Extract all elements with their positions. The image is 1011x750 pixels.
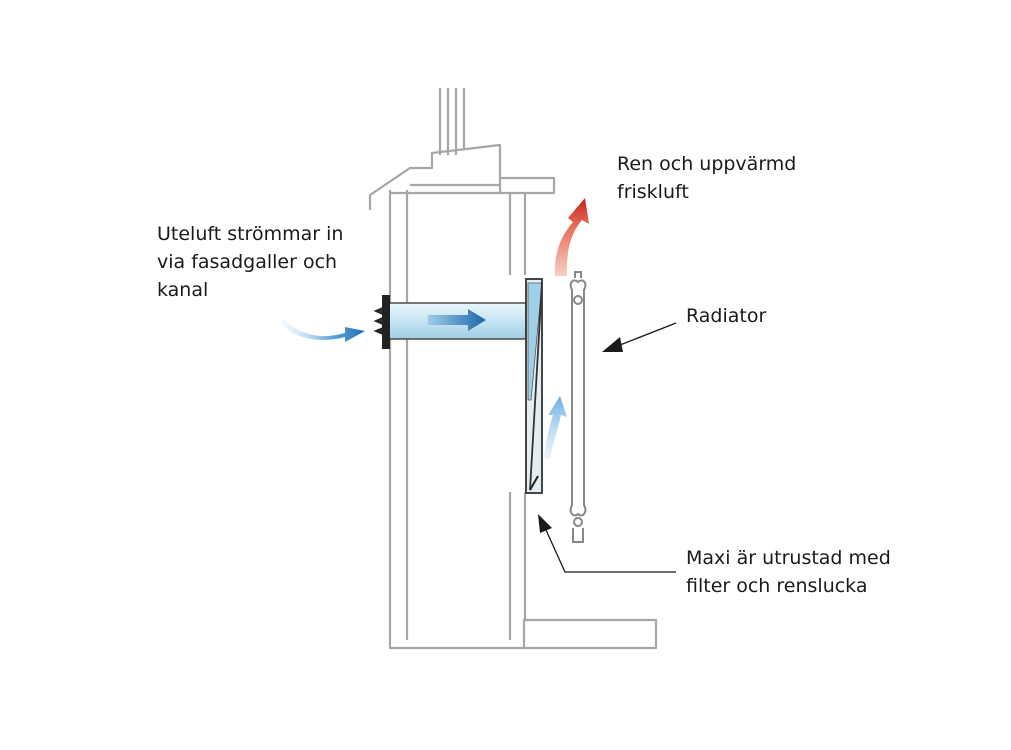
- maxi-label-line-2: filter och renslucka: [686, 575, 868, 597]
- duct-airflow-arrow: [428, 309, 486, 331]
- warm-air-arrow: [554, 198, 589, 276]
- facade-grille: [373, 295, 390, 349]
- maxi-label: Maxi är utrustad med filter och rensluck…: [686, 544, 891, 600]
- fresh-air-label: Ren och uppvärmd friskluft: [617, 150, 796, 206]
- intake-label: Uteluft strömmar in via fasadgaller och …: [157, 220, 343, 304]
- radiator-label-text: Radiator: [686, 305, 767, 327]
- filter-pointer: [538, 514, 676, 573]
- intake-label-line-2: via fasadgaller och: [157, 251, 338, 273]
- intake-label-line-1: Uteluft strömmar in: [157, 223, 344, 245]
- filtered-airflow-arrow: [544, 396, 567, 460]
- maxi-label-line-1: Maxi är utrustad med: [686, 547, 891, 569]
- wall-structure: [368, 88, 658, 650]
- intake-airflow-arrow: [282, 318, 365, 342]
- radiator-pointer: [602, 322, 677, 352]
- fresh-air-label-line-1: Ren och uppvärmd: [617, 153, 797, 175]
- fresh-air-label-line-2: friskluft: [617, 181, 689, 203]
- intake-label-line-3: kanal: [157, 279, 209, 301]
- radiator-label: Radiator: [686, 302, 766, 330]
- radiator: [569, 271, 587, 543]
- filter-unit: [525, 278, 543, 494]
